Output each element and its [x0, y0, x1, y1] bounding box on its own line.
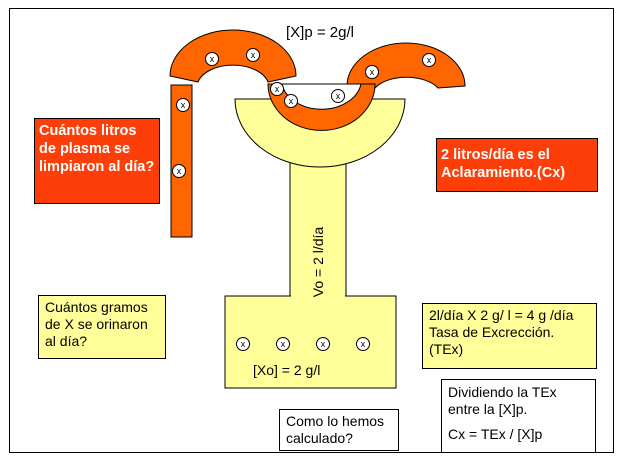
excretion-rate-box: 2l/día X 2 g/ l = 4 g /día Tasa de Excre… — [422, 303, 597, 369]
plasma-concentration-label: [X]p = 2g/l — [286, 24, 354, 41]
urine-flow-label: Vo = 2 l/día — [310, 226, 326, 298]
glomerular-bowl — [234, 98, 406, 168]
particle-x-9: x — [172, 164, 186, 178]
efferent-arch-vessel — [346, 42, 466, 89]
clearance-answer-box: 2 litros/día es el Aclaramiento.(Cx) — [436, 138, 598, 192]
venous-return-vessel — [170, 84, 193, 238]
tube-joint — [291, 290, 345, 300]
clearance-formula: Cx = TEx / [X]p — [448, 426, 543, 442]
question-grams-box: Cuántos gramos de X se orinaron al día? — [38, 295, 166, 359]
particle-x-1: x — [205, 52, 219, 66]
urine-concentration-label: [Xo] = 2 g/l — [253, 362, 321, 378]
particle-x-6: x — [284, 94, 298, 108]
particle-x-10: x — [236, 337, 250, 351]
afferent-arch-vessel — [169, 29, 297, 83]
question-calc-box: Como lo hemos calculado? — [279, 409, 399, 451]
particle-x-7: x — [331, 89, 345, 103]
particle-x-5: x — [270, 82, 284, 96]
particle-x-11: x — [276, 337, 290, 351]
particle-x-2: x — [246, 48, 260, 62]
question-plasma-box: Cuántos litros de plasma se limpiaron al… — [34, 118, 160, 204]
particle-x-12: x — [316, 337, 330, 351]
particle-x-13: x — [356, 337, 370, 351]
division-text: Dividiendo la TEx entre la [X]p. — [448, 384, 557, 417]
particle-x-3: x — [365, 65, 379, 79]
division-explanation-box: Dividiendo la TEx entre la [X]p. Cx = TE… — [441, 379, 596, 453]
particle-x-4: x — [422, 53, 436, 67]
particle-x-8: x — [176, 98, 190, 112]
